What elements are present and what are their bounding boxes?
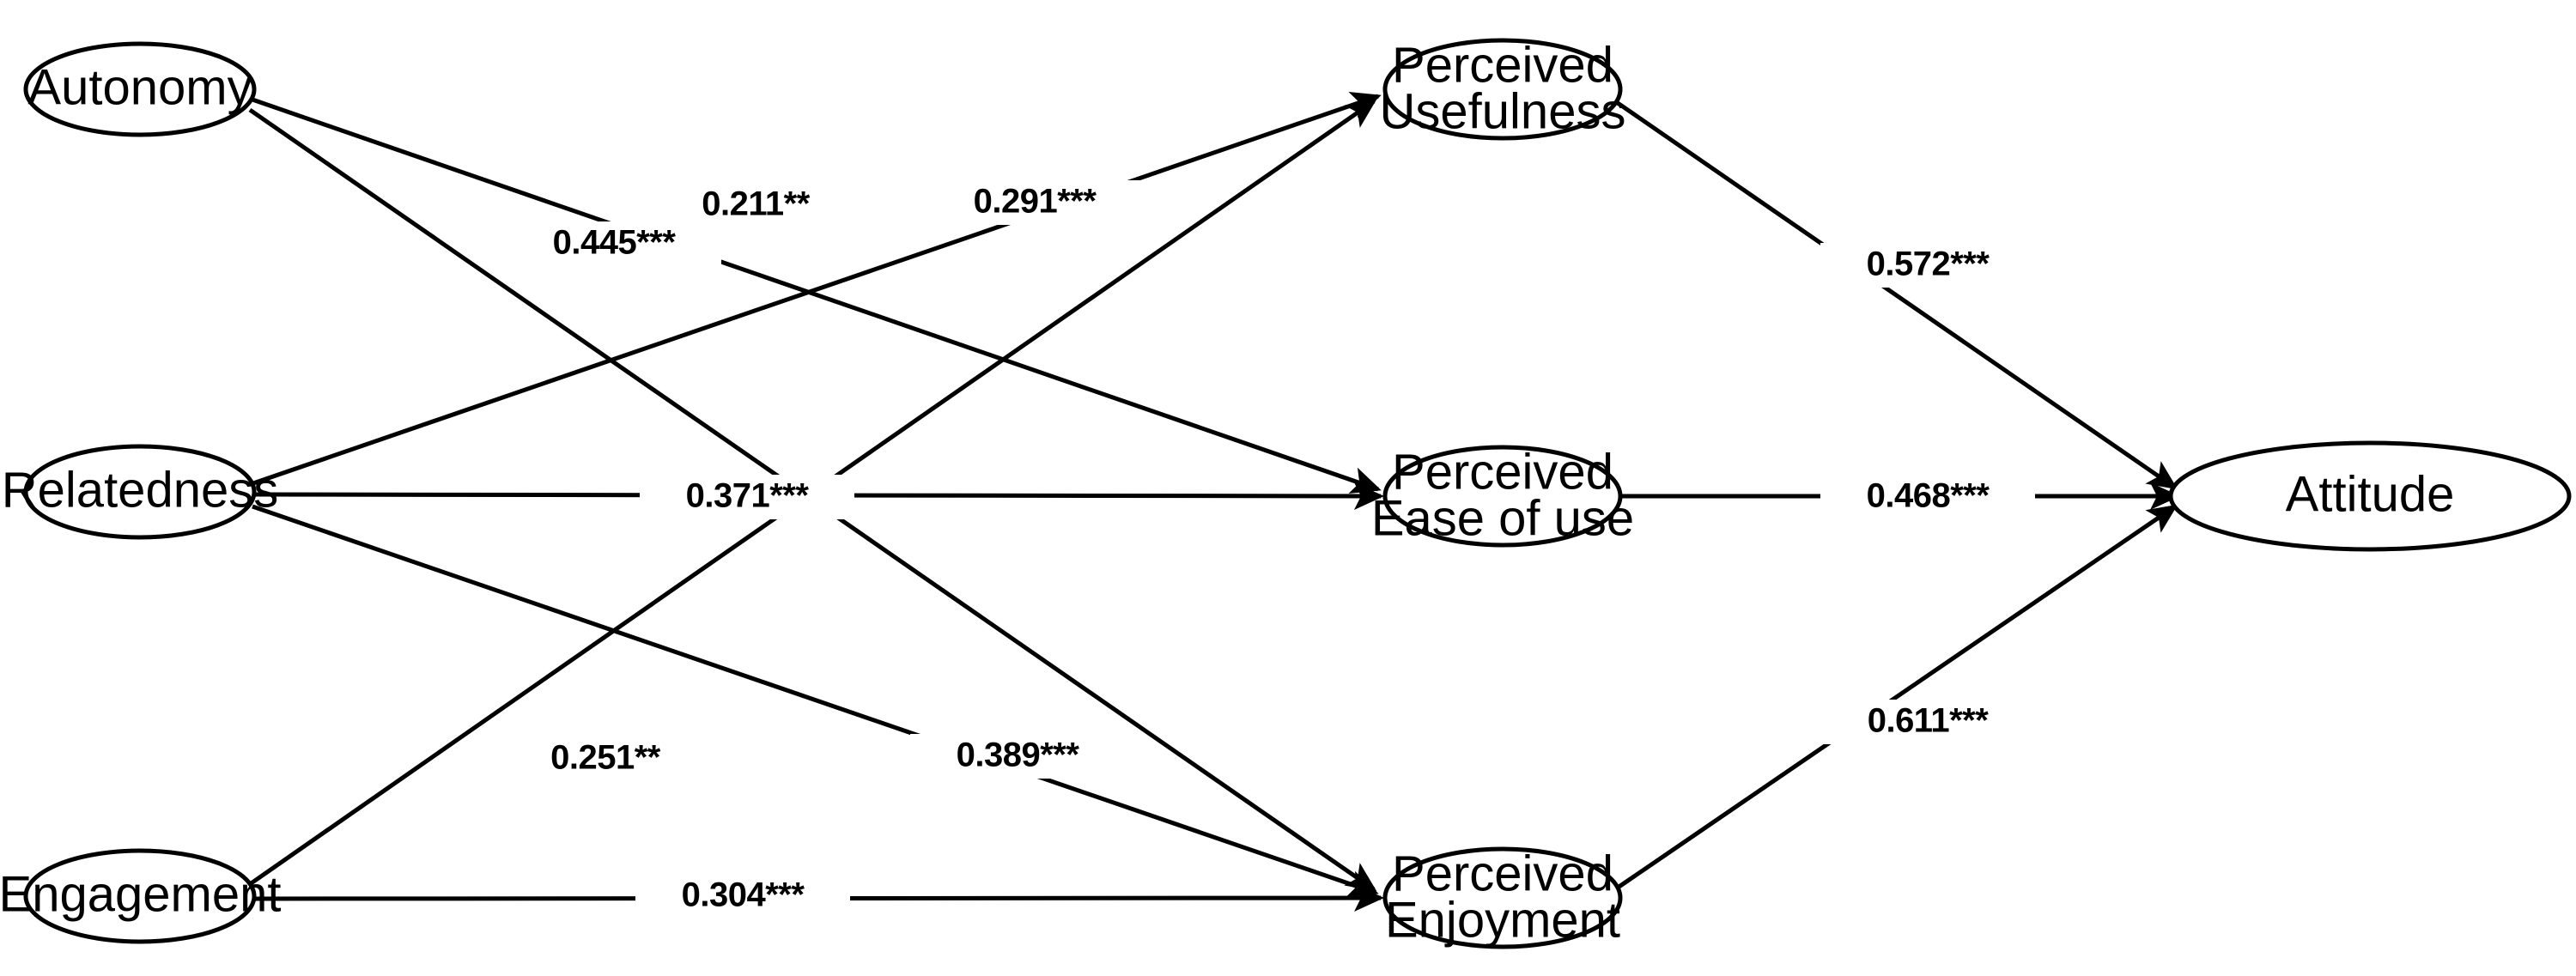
- edge-label-engagement-usefulness: 0.251**: [511, 737, 702, 781]
- node-perceived-usefulness-label-line2: Usefulness: [1380, 83, 1626, 139]
- node-engagement[interactable]: Engagement: [0, 848, 281, 944]
- edge-usefulness-attitude: [1616, 100, 2178, 490]
- node-attitude[interactable]: Attitude: [2168, 440, 2572, 552]
- edge-label-autonomy-easeofuse: 0.445***: [507, 221, 721, 266]
- edge-label-enjoyment-attitude: 0.611***: [1820, 700, 2035, 744]
- edge-label-easeofuse-attitude: 0.468***: [1820, 475, 2035, 519]
- edge-label-autonomy-enjoyment: 0.211**: [661, 183, 852, 227]
- node-perceived-enjoyment-shape: [1382, 846, 1623, 949]
- svg-text:0.445***: 0.445***: [553, 224, 677, 262]
- edge-enjoyment-attitude: [1616, 504, 2178, 890]
- svg-text:0.211**: 0.211**: [702, 185, 810, 223]
- node-perceived-usefulness[interactable]: Perceived Usefulness: [1380, 37, 1626, 141]
- svg-text:0.304***: 0.304***: [682, 876, 805, 914]
- edge-label-engagement-enjoyment: 0.304***: [635, 874, 850, 918]
- node-perceived-enjoyment-label-line2: Enjoyment: [1385, 892, 1620, 948]
- node-perceived-ease-of-use-label-line2: Ease of use: [1371, 490, 1634, 546]
- node-layer: Autonomy Relatedness Engagement Perceive…: [0, 37, 2572, 949]
- node-perceived-ease-of-use-shape: [1382, 445, 1623, 548]
- node-perceived-usefulness-label-line1: Perceived: [1392, 37, 1613, 93]
- edge-label-relatedness-usefulness: 0.291***: [927, 180, 1142, 225]
- edge-relatedness-enjoyment: [252, 504, 1379, 898]
- edge-label-relatedness-easeofuse: 0.371***: [640, 475, 854, 519]
- svg-text:0.291***: 0.291***: [974, 183, 1097, 221]
- node-perceived-usefulness-shape: [1382, 38, 1623, 141]
- svg-text:0.371***: 0.371***: [686, 477, 810, 515]
- node-relatedness-shape: [23, 444, 257, 540]
- node-autonomy[interactable]: Autonomy: [23, 41, 257, 137]
- edge-label-usefulness-attitude: 0.572***: [1820, 243, 2035, 288]
- node-engagement-label: Engagement: [0, 866, 281, 922]
- node-perceived-ease-of-use-label-line1: Perceived: [1392, 444, 1613, 500]
- node-perceived-enjoyment-label-line1: Perceived: [1392, 846, 1613, 901]
- node-relatedness-label: Relatedness: [2, 462, 278, 518]
- svg-text:0.572***: 0.572***: [1867, 246, 1990, 283]
- svg-text:0.389***: 0.389***: [957, 737, 1080, 774]
- edge-label-layer: 0.445*** 0.211** 0.291*** 0.371*** 0.389…: [507, 180, 2035, 918]
- edge-label-relatedness-enjoyment: 0.389***: [910, 734, 1125, 779]
- node-perceived-ease-of-use[interactable]: Perceived Ease of use: [1371, 444, 1634, 548]
- edge-relatedness-usefulness: [252, 91, 1382, 486]
- svg-text:0.251**: 0.251**: [550, 739, 661, 777]
- node-attitude-label: Attitude: [2286, 466, 2455, 522]
- node-autonomy-shape: [23, 41, 257, 137]
- edge-autonomy-easeofuse: [252, 97, 1382, 494]
- svg-text:0.611***: 0.611***: [1868, 702, 1990, 740]
- node-relatedness[interactable]: Relatedness: [2, 444, 278, 540]
- node-engagement-shape: [23, 848, 257, 944]
- node-perceived-enjoyment[interactable]: Perceived Enjoyment: [1382, 846, 1623, 949]
- svg-text:0.468***: 0.468***: [1867, 477, 1990, 515]
- node-attitude-shape: [2168, 440, 2572, 552]
- node-autonomy-label: Autonomy: [27, 59, 252, 115]
